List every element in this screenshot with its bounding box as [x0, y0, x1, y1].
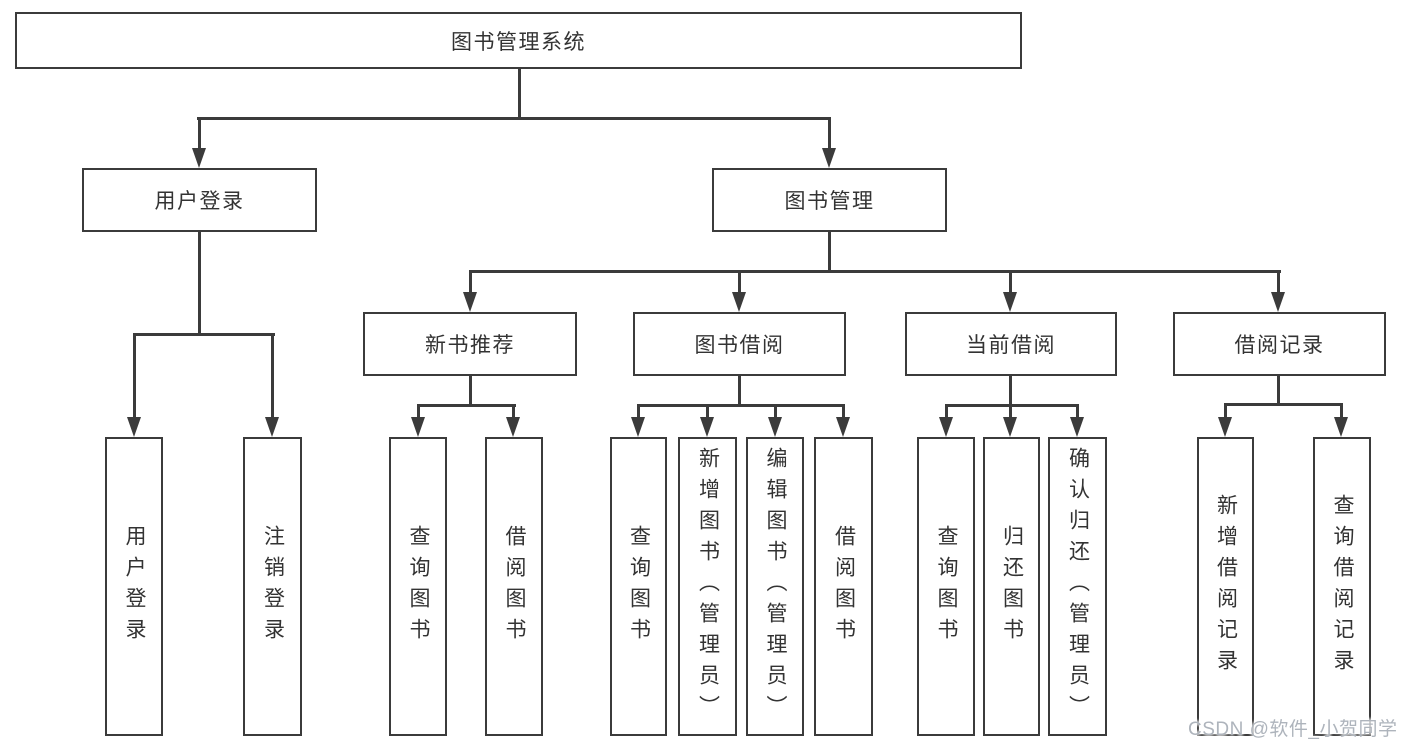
- node-label: 注销登录: [261, 524, 285, 649]
- arrowhead-down: [1218, 417, 1232, 437]
- connector-line: [469, 270, 1281, 273]
- connector-line: [828, 117, 831, 150]
- connector-line: [1009, 404, 1012, 419]
- node-label: 当前借阅: [966, 334, 1056, 357]
- arrowhead-down: [1003, 417, 1017, 437]
- arrowhead-down: [192, 148, 206, 168]
- connector-line: [512, 404, 515, 419]
- arrowhead-down: [768, 417, 782, 437]
- connector-line: [637, 404, 640, 419]
- watermark: CSDN @软件_小贺同学: [1188, 719, 1398, 740]
- node-new-book-recommendation: 新书推荐: [363, 312, 577, 376]
- node-newbooks-borrow-books: 借阅图书: [485, 437, 543, 736]
- arrowhead-down: [939, 417, 953, 437]
- connector-line: [842, 404, 845, 419]
- connector-line: [738, 376, 741, 406]
- connector-line: [738, 270, 741, 295]
- node-borrowing-edit-books-admin: 编辑图书（管理员）: [746, 437, 804, 736]
- node-label: 查询图书: [407, 524, 431, 649]
- connector-line: [133, 333, 275, 336]
- connector-line: [945, 404, 1079, 407]
- node-label: 归还图书: [1000, 524, 1024, 649]
- node-label: 图书借阅: [694, 334, 785, 357]
- node-user-login-leaf: 用户登录: [105, 437, 163, 736]
- node-library-management-system: 图书管理系统: [15, 12, 1022, 69]
- node-borrowing-records: 借阅记录: [1173, 312, 1386, 376]
- node-label: 图书管理: [784, 190, 875, 213]
- node-label: 确认归还（管理员）: [1066, 447, 1090, 726]
- node-current-borrowing: 当前借阅: [905, 312, 1117, 376]
- arrowhead-down: [732, 292, 746, 312]
- arrowhead-down: [822, 148, 836, 168]
- connector-line: [1076, 404, 1079, 419]
- connector-line: [469, 270, 472, 295]
- node-label: 查询图书: [627, 524, 651, 649]
- connector-line: [1277, 270, 1280, 295]
- connector-line: [1277, 376, 1280, 406]
- connector-line: [271, 333, 274, 418]
- connector-line: [518, 68, 521, 120]
- node-user-login: 用户登录: [82, 168, 317, 232]
- node-logout: 注销登录: [243, 437, 302, 736]
- connector-line: [1224, 403, 1343, 406]
- node-label: 借阅图书: [832, 524, 856, 649]
- node-borrowing-search-books: 查询图书: [610, 437, 667, 736]
- arrowhead-down: [700, 417, 714, 437]
- node-label: 用户登录: [154, 190, 245, 213]
- connector-line: [469, 376, 472, 407]
- connector-line: [1009, 376, 1012, 406]
- arrowhead-down: [411, 417, 425, 437]
- node-newbooks-search-books: 查询图书: [389, 437, 447, 736]
- arrowhead-down: [631, 417, 645, 437]
- node-current-search-books: 查询图书: [917, 437, 975, 736]
- connector-line: [706, 404, 709, 419]
- node-book-management: 图书管理: [712, 168, 947, 232]
- arrowhead-down: [463, 292, 477, 312]
- node-current-confirm-return-admin: 确认归还（管理员）: [1048, 437, 1107, 736]
- node-records-add-record: 新增借阅记录: [1197, 437, 1254, 736]
- arrowhead-down: [265, 417, 279, 437]
- connector-line: [197, 117, 831, 120]
- arrowhead-down: [1003, 292, 1017, 312]
- node-label: 新增借阅记录: [1214, 493, 1238, 680]
- connector-line: [828, 232, 831, 273]
- connector-line: [198, 232, 201, 336]
- connector-line: [1224, 403, 1227, 419]
- connector-line: [637, 404, 845, 407]
- node-label: 编辑图书（管理员）: [764, 447, 788, 726]
- node-label: 新增图书（管理员）: [696, 447, 720, 726]
- node-label: 新书推荐: [425, 334, 515, 357]
- node-current-return-books: 归还图书: [983, 437, 1040, 736]
- connector-line: [1009, 270, 1012, 295]
- connector-line: [417, 404, 420, 419]
- arrowhead-down: [1334, 417, 1348, 437]
- connector-line: [417, 404, 516, 407]
- node-label: 图书管理系统: [451, 30, 586, 54]
- arrowhead-down: [127, 417, 141, 437]
- connector-line: [133, 333, 136, 418]
- node-label: 查询借阅记录: [1331, 493, 1355, 680]
- node-records-search-record: 查询借阅记录: [1313, 437, 1371, 736]
- node-book-borrowing: 图书借阅: [633, 312, 846, 376]
- connector-line: [1340, 403, 1343, 419]
- connector-line: [774, 404, 777, 419]
- arrowhead-down: [506, 417, 520, 437]
- node-borrowing-add-books-admin: 新增图书（管理员）: [678, 437, 737, 736]
- arrowhead-down: [836, 417, 850, 437]
- connector-line: [945, 404, 948, 419]
- connector-line: [198, 117, 201, 150]
- node-label: 查询图书: [935, 524, 959, 649]
- arrowhead-down: [1271, 292, 1285, 312]
- node-label: 借阅记录: [1234, 334, 1325, 357]
- arrowhead-down: [1070, 417, 1084, 437]
- node-borrowing-borrow-books: 借阅图书: [814, 437, 873, 736]
- node-label: 借阅图书: [503, 524, 527, 649]
- node-label: 用户登录: [123, 524, 147, 649]
